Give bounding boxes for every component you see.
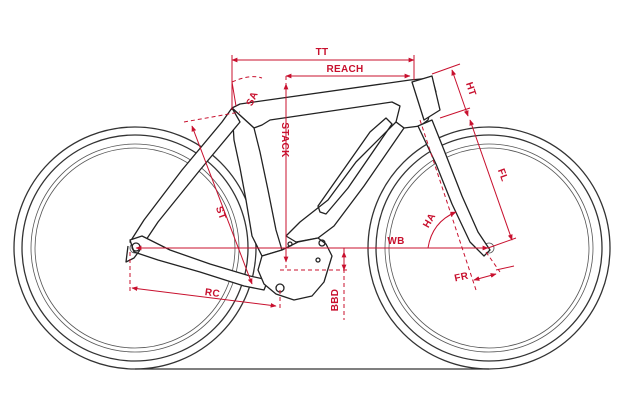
label-rc: RC (204, 287, 220, 300)
label-fl: FL (495, 167, 510, 183)
sa-arc (231, 76, 263, 83)
fr-dimension-line (473, 273, 497, 281)
ha-arc (427, 211, 457, 249)
label-wb: WB (387, 236, 404, 247)
ht-dimension-line (451, 69, 469, 117)
label-tt: TT (316, 47, 329, 58)
label-stack: STACK (279, 122, 290, 158)
label-st: ST (213, 205, 228, 221)
bike-frame (125, 75, 491, 301)
label-reach: REACH (326, 64, 363, 75)
label-fr: FR (454, 271, 470, 285)
st-dimension-line (191, 125, 253, 285)
rc-dimension-line (131, 286, 277, 308)
dimensions (129, 55, 517, 320)
label-ht: HT (463, 81, 478, 98)
fl-dimension-line (469, 119, 513, 241)
label-bbd: BBD (330, 289, 341, 312)
